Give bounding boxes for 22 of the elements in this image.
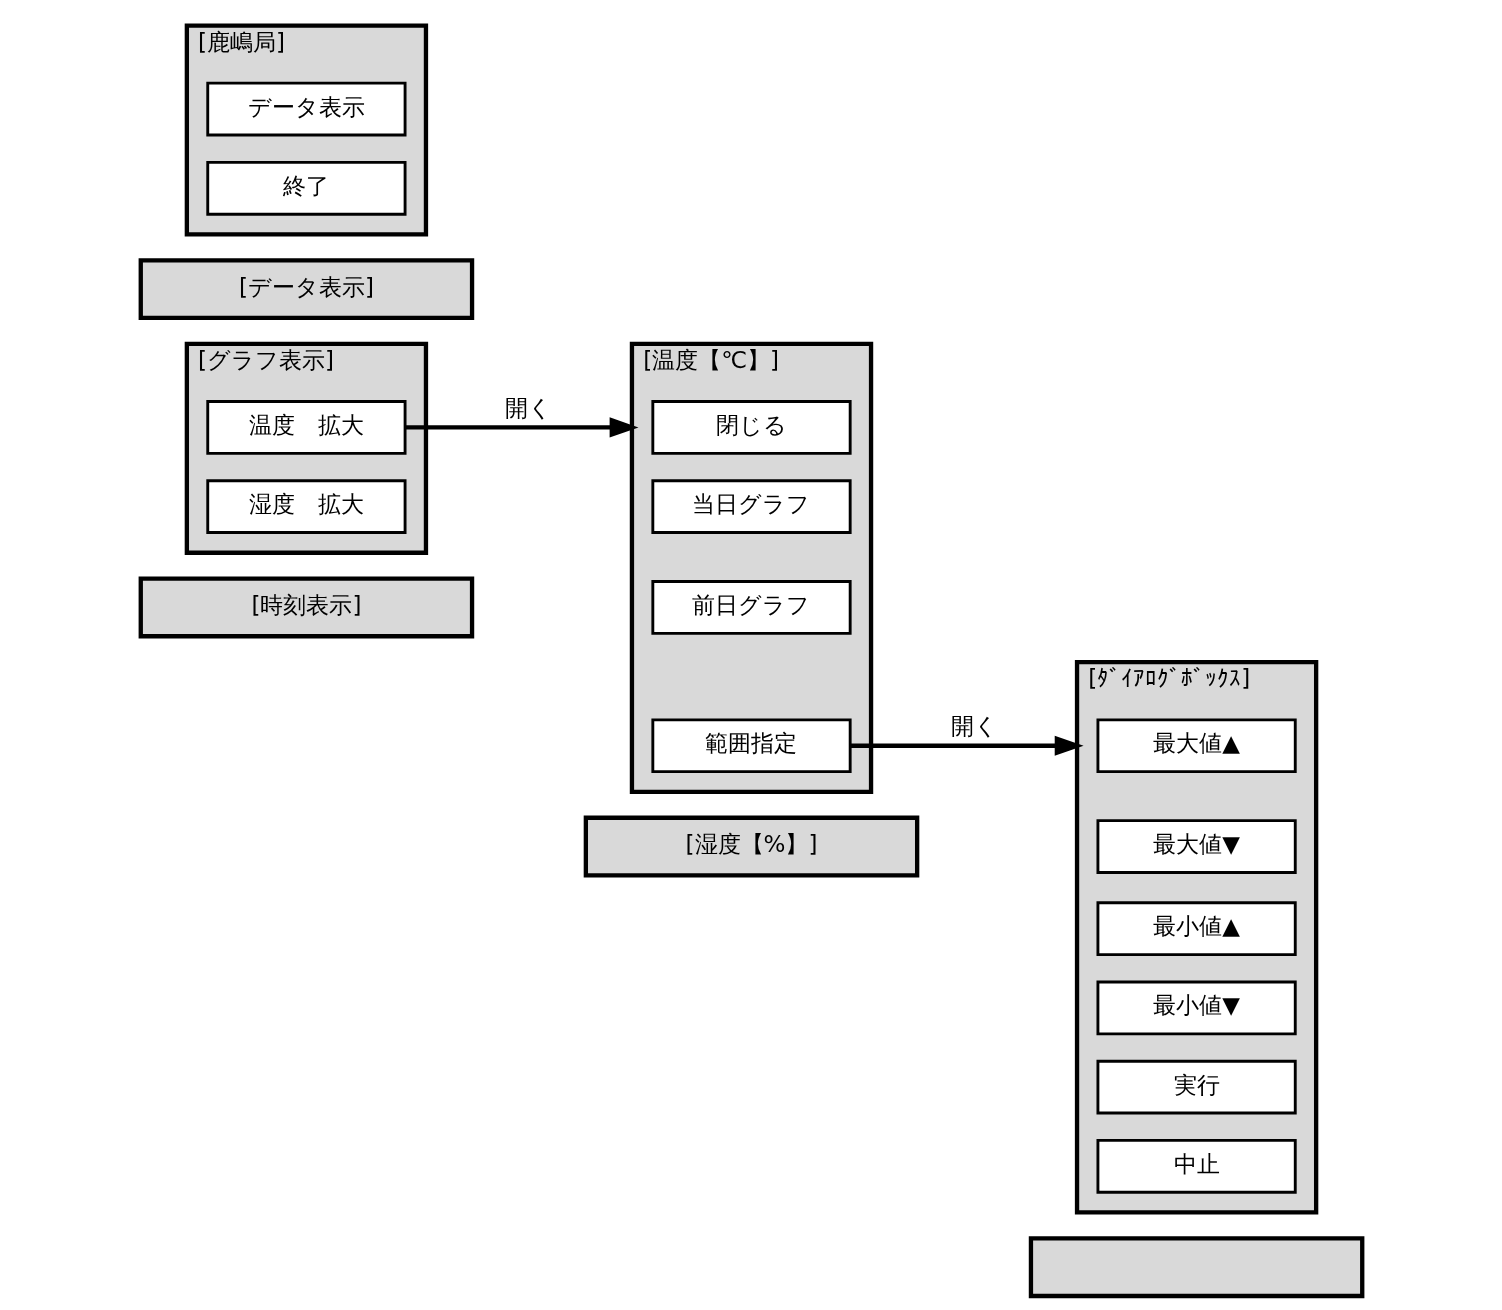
node-box: [湿度【%】] bbox=[583, 815, 919, 878]
node-box: 当日グラフ bbox=[650, 479, 852, 534]
node-box: 最大値▼ bbox=[1096, 819, 1297, 874]
node-box: 最大値▲ bbox=[1096, 718, 1297, 774]
node-box: 閉じる bbox=[650, 400, 852, 455]
node-box bbox=[1028, 1236, 1364, 1299]
arrow bbox=[849, 735, 1084, 756]
edge-label: 開く bbox=[950, 712, 998, 739]
node-box: [時刻表示] bbox=[138, 576, 474, 639]
node-box: 湿度 拡大 bbox=[205, 479, 406, 534]
node-box: 実行 bbox=[1096, 1059, 1297, 1115]
node-box: 前日グラフ bbox=[650, 580, 852, 635]
node-box: 範囲指定 bbox=[650, 718, 852, 774]
arrow bbox=[404, 417, 638, 438]
node-box: 中止 bbox=[1096, 1139, 1297, 1194]
node-box: 最小値▼ bbox=[1096, 980, 1297, 1036]
node-box: [データ表示] bbox=[138, 258, 474, 321]
node-box: データ表示 bbox=[205, 81, 406, 137]
node-box: 最小値▲ bbox=[1096, 901, 1297, 957]
edge-label: 開く bbox=[504, 394, 552, 421]
node-box: 終了 bbox=[205, 160, 406, 216]
node-box: 温度 拡大 bbox=[205, 400, 406, 455]
